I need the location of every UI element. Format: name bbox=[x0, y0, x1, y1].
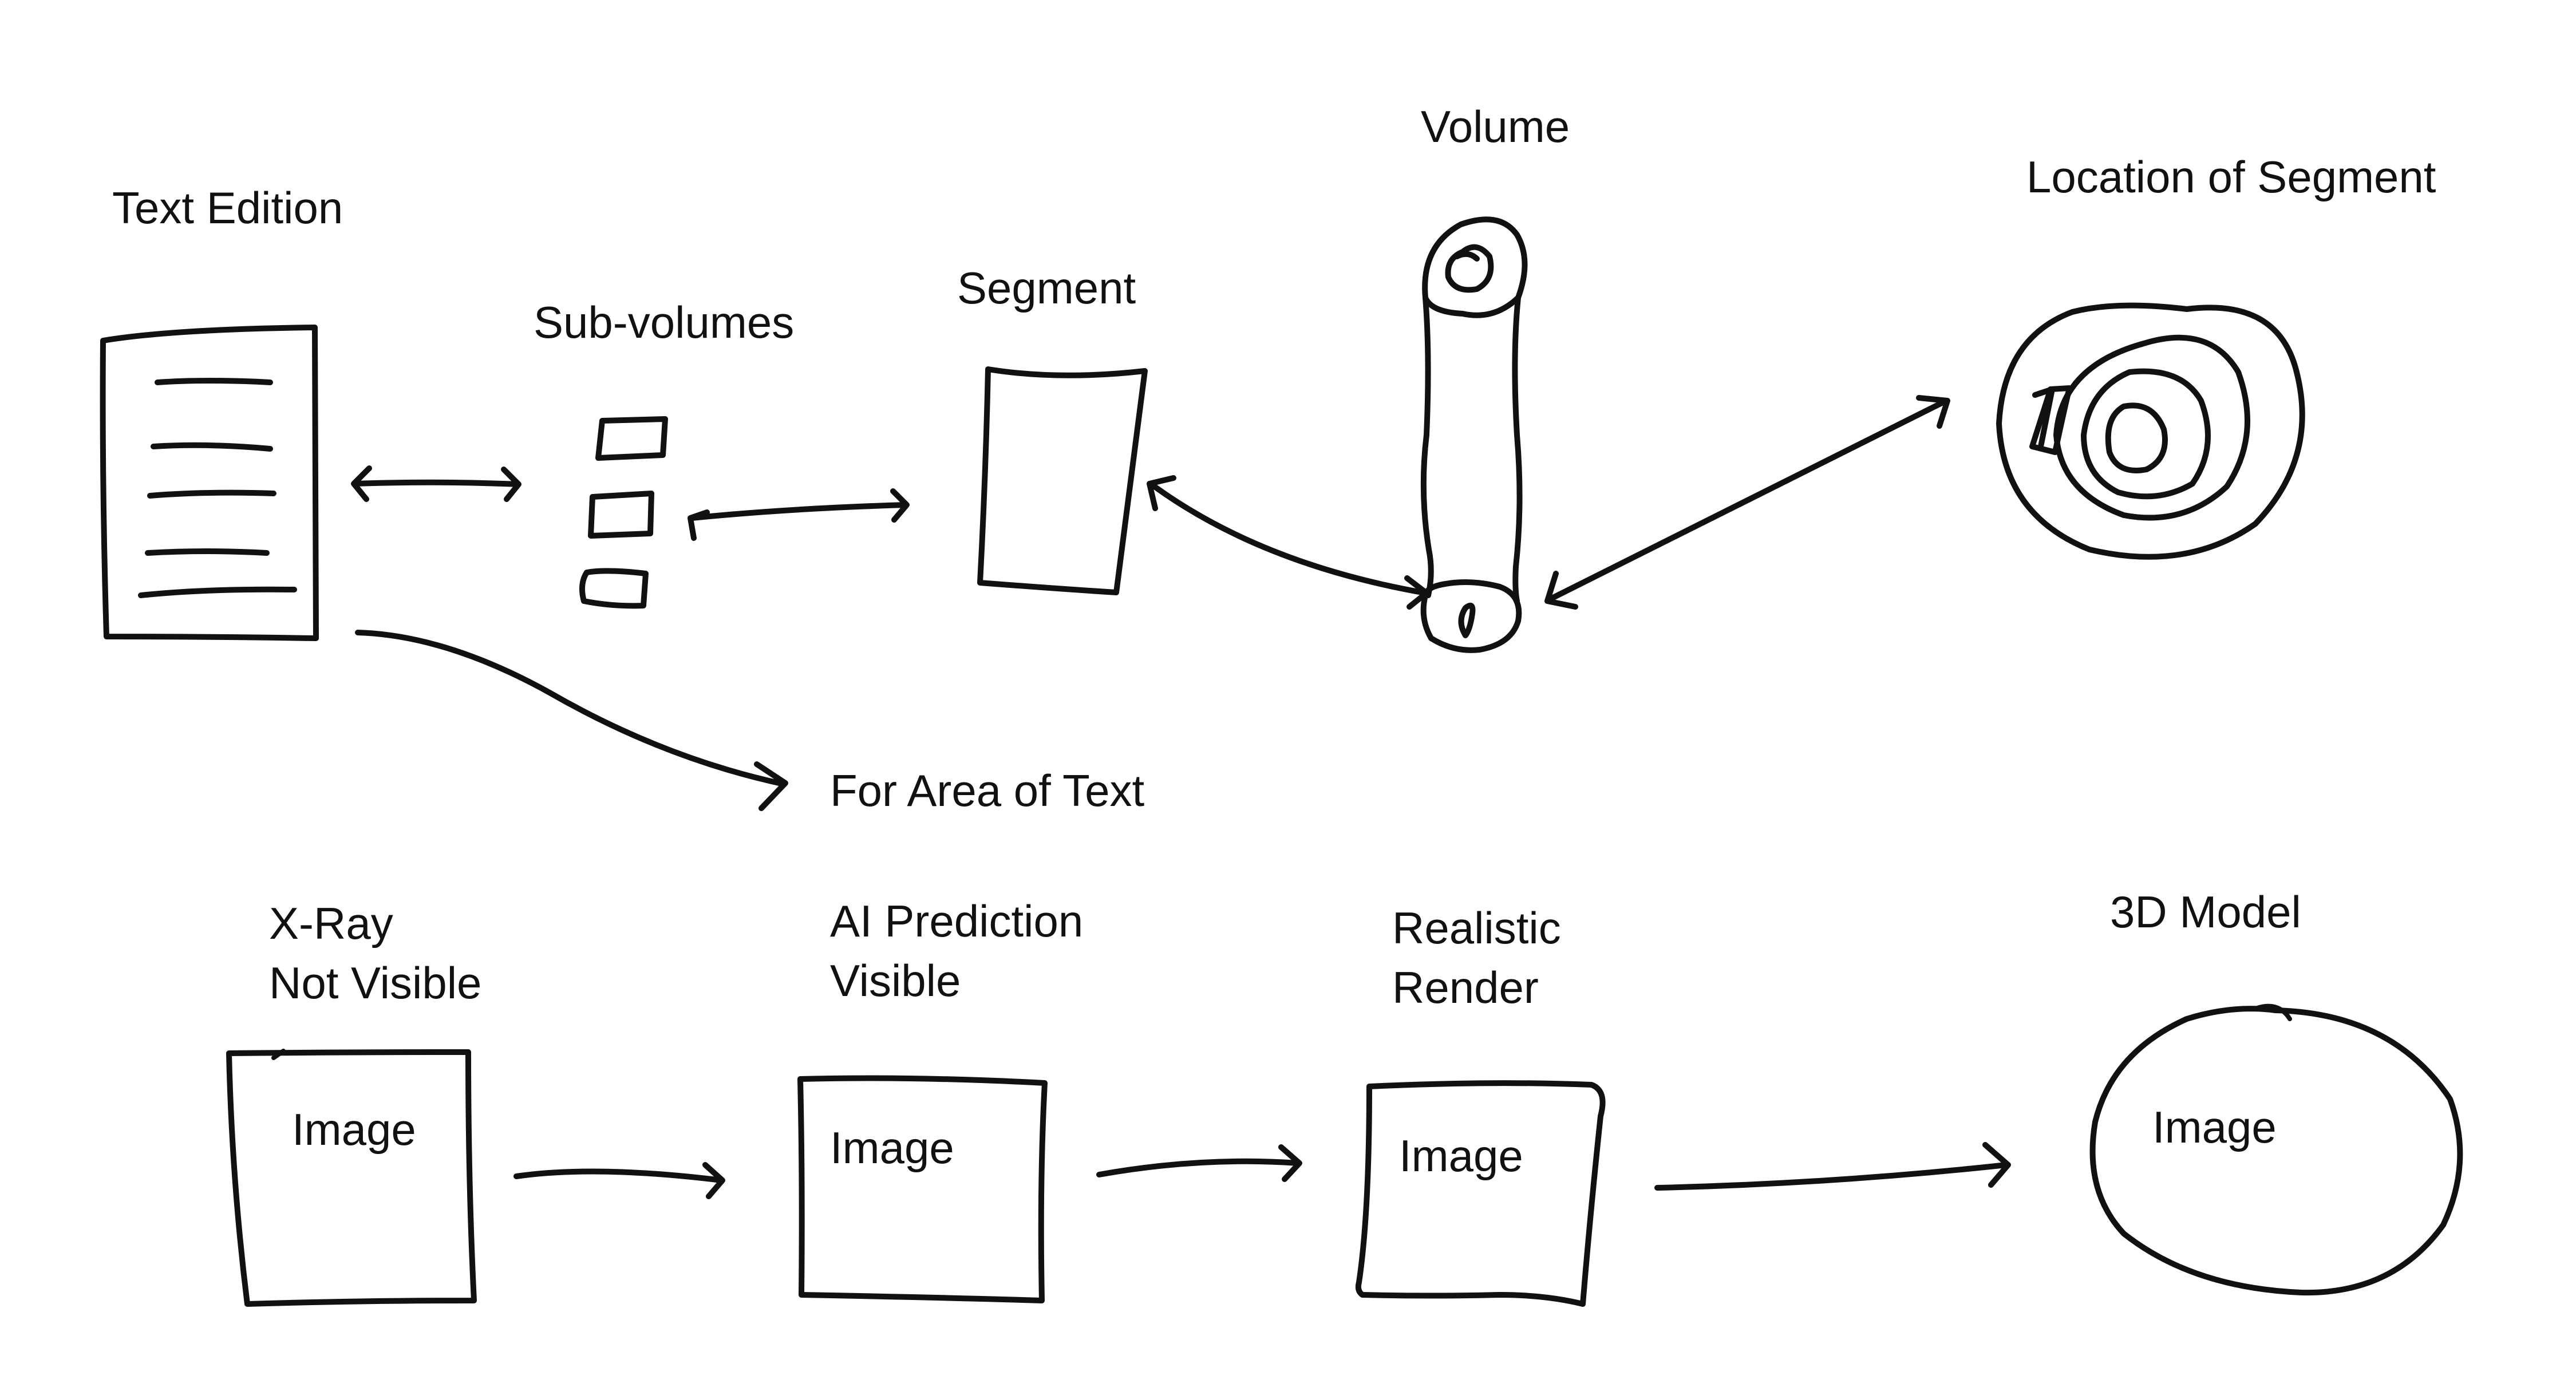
arrow-subvolumes-to-segment bbox=[688, 488, 910, 541]
realistic-render-image-box: Image bbox=[1355, 1080, 1606, 1307]
label-xray-line2: Not Visible bbox=[269, 958, 481, 1008]
label-location-of-segment: Location of Segment bbox=[2026, 152, 2436, 202]
volume-scroll bbox=[1420, 216, 1528, 653]
label-volume: Volume bbox=[1421, 101, 1570, 152]
arrow-volume-to-location bbox=[1544, 395, 1950, 610]
arrow-xray-to-ai bbox=[513, 1162, 725, 1199]
label-realistic-line2: Render bbox=[1392, 962, 1539, 1013]
label-sub-volumes: Sub-volumes bbox=[534, 297, 794, 347]
label-3d-model: 3D Model bbox=[2110, 887, 2301, 937]
render-image-text: Image bbox=[1399, 1131, 1523, 1181]
label-realistic-line1: Realistic bbox=[1392, 903, 1561, 953]
label-segment: Segment bbox=[957, 263, 1136, 313]
label-for-area-of-text: For Area of Text bbox=[830, 765, 1144, 816]
location-cross-section bbox=[1996, 302, 2305, 560]
arrow-render-to-3d bbox=[1654, 1142, 2011, 1191]
label-ai-line2: Visible bbox=[830, 955, 961, 1006]
segment-sheet bbox=[977, 366, 1148, 595]
arrow-text-to-area bbox=[355, 630, 788, 811]
ai-image-text: Image bbox=[830, 1123, 954, 1173]
model-image-text: Image bbox=[2152, 1102, 2277, 1152]
3d-model-shape: Image bbox=[2089, 1003, 2463, 1296]
xray-image-text: Image bbox=[292, 1104, 416, 1155]
label-xray-line1: X-Ray bbox=[269, 898, 393, 949]
arrow-ai-to-render bbox=[1096, 1144, 1302, 1182]
xray-image-box: Image bbox=[226, 1049, 477, 1307]
text-edition-document bbox=[100, 325, 319, 641]
arrow-segment-to-volume bbox=[1147, 475, 1429, 610]
label-text-edition: Text Edition bbox=[112, 183, 343, 233]
label-ai-line1: AI Prediction bbox=[830, 896, 1083, 946]
arrow-text-to-subvolumes bbox=[351, 465, 521, 502]
sub-volume-blocks bbox=[579, 416, 668, 609]
ai-prediction-image-box: Image bbox=[797, 1075, 1048, 1303]
